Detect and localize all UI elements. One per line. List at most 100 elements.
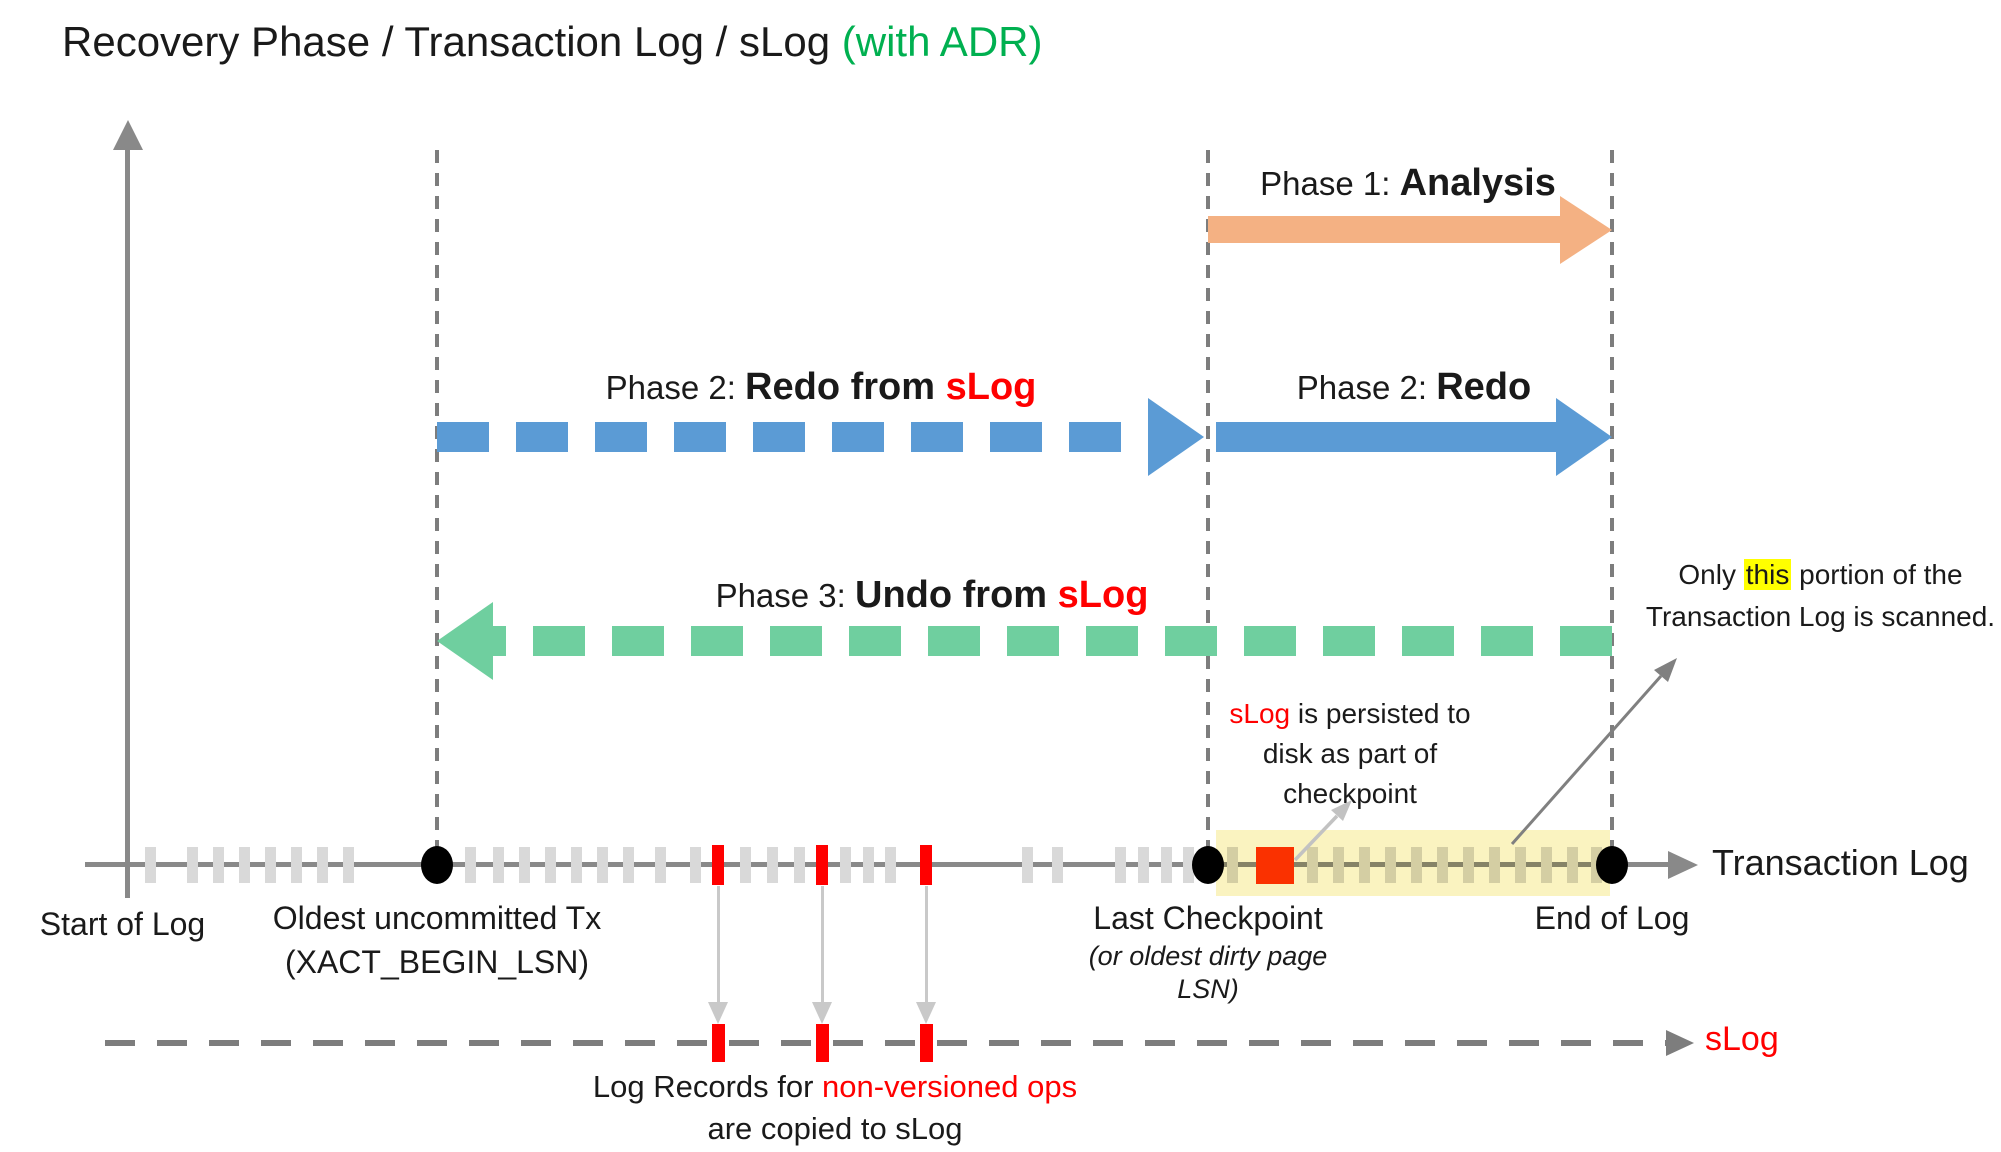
checkpoint-line3: LSN) [1177,974,1239,1004]
log-record-tick [493,847,504,883]
page-title: Recovery Phase / Transaction Log / sLog … [62,18,1042,66]
phase3-slog: sLog [1057,574,1149,616]
persist-slog-word: sLog [1229,698,1291,729]
log-record-tick [623,847,634,883]
vline-last-checkpoint [1206,150,1210,880]
phase3-undo-label: Phase 3: Undo from sLog [437,574,1427,617]
y-axis-arrowhead-icon [113,120,143,150]
start-of-log-label: Start of Log [39,906,206,942]
slog-axis-label: sLog [1705,1020,1779,1058]
log-record-tick [1022,847,1033,883]
log-record-tick [239,847,250,883]
log-record-tick [794,847,805,883]
phase1-label: Phase 1: Analysis [1206,162,1610,205]
log-record-tick [343,847,354,883]
scanned-portion-arrow [1510,658,1677,845]
phase1-prefix: Phase 1: [1260,165,1400,202]
phase1-analysis-arrow [1208,216,1560,243]
oldest-uncommitted-tx-label: Oldest uncommitted Tx (XACT_BEGIN_LSN) [237,896,637,984]
log-record-tick [1138,847,1149,883]
persist-line1: sLog is persisted to [1185,694,1515,734]
log-record-tick [690,847,701,883]
phase3-undo-arrow [493,626,1612,656]
phase2-redo-arrowhead-icon [1556,398,1612,476]
copy-line1: Log Records for non-versioned ops [535,1066,1135,1108]
log-record-tick [1052,847,1063,883]
slog-arrowhead-icon [1666,1030,1694,1056]
log-record-tick [265,847,276,883]
phase2s-prefix: Phase 2: [605,369,746,406]
copy-arrowhead-icon [916,1002,936,1024]
copy-arrowhead-icon [812,1002,832,1024]
phase2-prefix: Phase 2: [1296,369,1437,406]
log-record-tick [317,847,328,883]
scan-highlighted-word: this [1743,559,1792,590]
vline-oldest-uncommitted-tx [435,150,439,880]
transaction-log-axis-label: Transaction Log [1712,842,1969,883]
slog-persisted-note: sLog is persisted to disk as part of check… [1185,694,1515,814]
phase1-arrowhead-icon [1560,196,1612,264]
phase2-name: Redo [1436,366,1532,408]
log-record-tick [1183,847,1194,883]
log-record-tick [740,847,751,883]
y-axis-line [125,146,130,898]
log-record-tick [519,847,530,883]
scan-post: portion of the [1791,559,1963,590]
scan-line2: Transaction Log is scanned. [1645,601,1996,632]
log-record-tick [187,847,198,883]
log-record-tick [1115,847,1126,883]
non-versioned-op-tick [920,845,932,885]
copy-arrow-line [821,886,824,1002]
phase3-name: Undo from [855,574,1058,616]
log-record-tick [863,847,874,883]
scanned-portion-highlight [1216,830,1610,896]
slog-line [105,1040,1668,1046]
log-record-tick [291,847,302,883]
timeline-point-dot [1596,846,1628,884]
log-record-tick [767,847,778,883]
title-main: Recovery Phase / Transaction Log / sLog [62,18,842,65]
phase2s-slog: sLog [945,366,1037,408]
phase2-redo-from-slog-label: Phase 2: Redo from sLog [437,366,1205,409]
oldest-tx-line1: Oldest uncommitted Tx [272,900,602,936]
copy-line2: are copied to sLog [707,1111,963,1146]
timeline-point-dot [421,846,453,884]
log-record-tick [465,847,476,883]
log-record-tick [840,847,851,883]
phase2-redo-from-slog-arrowhead-icon [1148,398,1204,476]
vline-end-of-log [1610,150,1614,880]
persist-line2: disk as part of [1262,738,1438,769]
transaction-log-arrowhead-icon [1668,851,1698,879]
log-record-tick [145,847,156,883]
persist-line3: checkpoint [1283,778,1417,809]
title-adr-suffix: (with ADR) [841,18,1043,65]
phase3-undo-arrowhead-icon [437,602,493,680]
phase2s-name: Redo from [745,366,946,408]
phase2-redo-arrow [1216,422,1556,452]
copy-pre: Log Records for [592,1069,823,1104]
phase3-prefix: Phase 3: [715,577,855,614]
copy-arrow-line [717,886,720,1002]
phase1-name: Analysis [1399,162,1556,204]
transaction-log-line [85,862,1670,867]
slog-record-tick [920,1024,933,1062]
slog-record-tick [712,1024,725,1062]
log-record-tick [885,847,896,883]
copy-arrowhead-icon [708,1002,728,1024]
copy-nonversioned: non-versioned ops [822,1069,1078,1104]
copy-arrow-line [925,886,928,1002]
log-record-tick [545,847,556,883]
persist-line1-rest: is persisted to [1290,698,1471,729]
non-versioned-op-tick [712,845,724,885]
checkpoint-line1: Last Checkpoint [1093,900,1323,936]
log-record-tick [213,847,224,883]
scan-line1: Only this portion of the [1640,554,2001,596]
log-record-tick [597,847,608,883]
oldest-tx-line2: (XACT_BEGIN_LSN) [284,944,590,980]
end-of-log-label: End of Log [1534,900,1690,936]
log-record-tick [1161,847,1172,883]
slog-record-tick [816,1024,829,1062]
